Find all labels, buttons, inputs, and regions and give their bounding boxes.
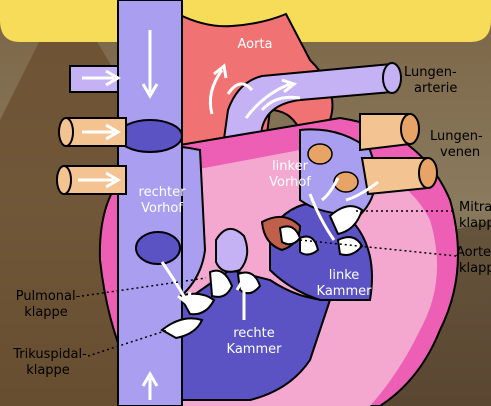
label-linke-kammer-2: Kammer — [317, 284, 373, 299]
label-mitralklappe-1: Mitral- — [459, 200, 491, 215]
label-aorta: Aorta — [237, 37, 272, 52]
label-rechte-kammer-2: Kammer — [227, 342, 283, 357]
lung-vein-left-upper-end — [59, 118, 73, 146]
lung-vein-right-lower — [362, 158, 428, 194]
pulmonary-artery-end — [383, 63, 401, 93]
lung-vein-right-upper-end — [401, 114, 419, 144]
label-linker-vorhof-2: Vorhof — [269, 175, 311, 190]
label-rechter-vorhof-2: Vorhof — [141, 201, 183, 216]
label-rechte-kammer-1: rechte — [233, 326, 275, 341]
label-mitralklappe-2: klappe — [459, 216, 491, 231]
vena-cava-opening-top — [118, 120, 182, 152]
label-trikuspidalklappe-1: Trikuspidal- — [12, 347, 87, 362]
lung-vein-right-lower-end — [419, 158, 437, 188]
label-rechter-vorhof-1: rechter — [139, 185, 187, 200]
lung-vein-opening-1 — [308, 144, 332, 164]
lung-vein-left-lower-end — [57, 166, 71, 194]
label-pulmonalklappe-2: klappe — [24, 305, 68, 320]
label-trikuspidalklappe-2: klappe — [26, 363, 70, 378]
vena-cava-opening-bottom — [136, 232, 180, 264]
label-lungenarterie-2: arterie — [414, 81, 457, 96]
label-aortenklappe-2: klappe — [459, 261, 491, 276]
label-linker-vorhof-1: linker — [272, 159, 309, 174]
label-lungenvenen-1: Lungen- — [430, 129, 483, 144]
label-pulmonalklappe-1: Pulmonal- — [16, 289, 81, 304]
label-lungenarterie-1: Lungen- — [404, 65, 457, 80]
label-aortenklappe-1: Aorten- — [456, 245, 491, 260]
label-lungenvenen-2: venen — [440, 145, 480, 160]
label-linke-kammer-1: linke — [329, 268, 360, 283]
